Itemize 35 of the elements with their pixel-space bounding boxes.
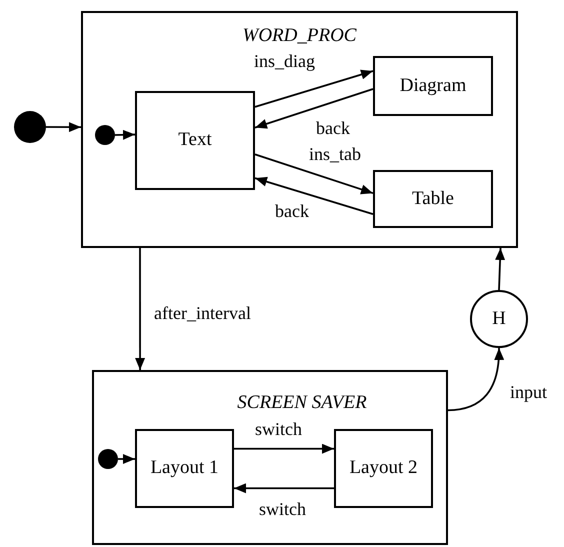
initial-state-dot: [14, 111, 46, 143]
composite-state-box: [81, 11, 518, 248]
state-label: Layout 1: [149, 457, 220, 480]
transition-arrow: [114, 130, 136, 140]
state-box: [373, 56, 493, 116]
state-label: Table: [411, 188, 455, 210]
edge-label: ins_tab: [307, 145, 363, 165]
state-title: SCREEN SAVER: [236, 392, 368, 414]
state-label: Diagram: [398, 74, 468, 98]
composite-state-box: [92, 370, 448, 545]
transition-arrow: [254, 88, 374, 129]
state-box: [135, 91, 255, 190]
transition-arrow: [135, 248, 146, 370]
transition-arrow: [234, 444, 334, 454]
state-title: WORD_PROC: [242, 25, 358, 47]
state-label: Text: [177, 129, 213, 152]
transition-arrow: [495, 248, 506, 290]
edge-label: input: [508, 383, 550, 403]
transition-arrow: [254, 70, 374, 108]
transition-arrow: [118, 454, 135, 464]
transition-arrow: [448, 348, 504, 412]
initial-state-dot: [95, 125, 115, 145]
transition-arrow: [234, 483, 334, 494]
state-box: [334, 429, 433, 508]
state-box: [135, 429, 234, 508]
transition-arrow: [254, 176, 374, 215]
edge-label: after_interval: [152, 304, 253, 324]
state-label: H: [491, 308, 507, 330]
state-label: Layout 2: [348, 457, 419, 480]
transition-arrow: [46, 122, 81, 132]
state-box: [373, 170, 493, 228]
edge-label: ins_diag: [252, 52, 317, 72]
transition-arrow: [254, 154, 374, 194]
history-circle: [470, 290, 528, 348]
initial-state-dot: [98, 449, 118, 469]
